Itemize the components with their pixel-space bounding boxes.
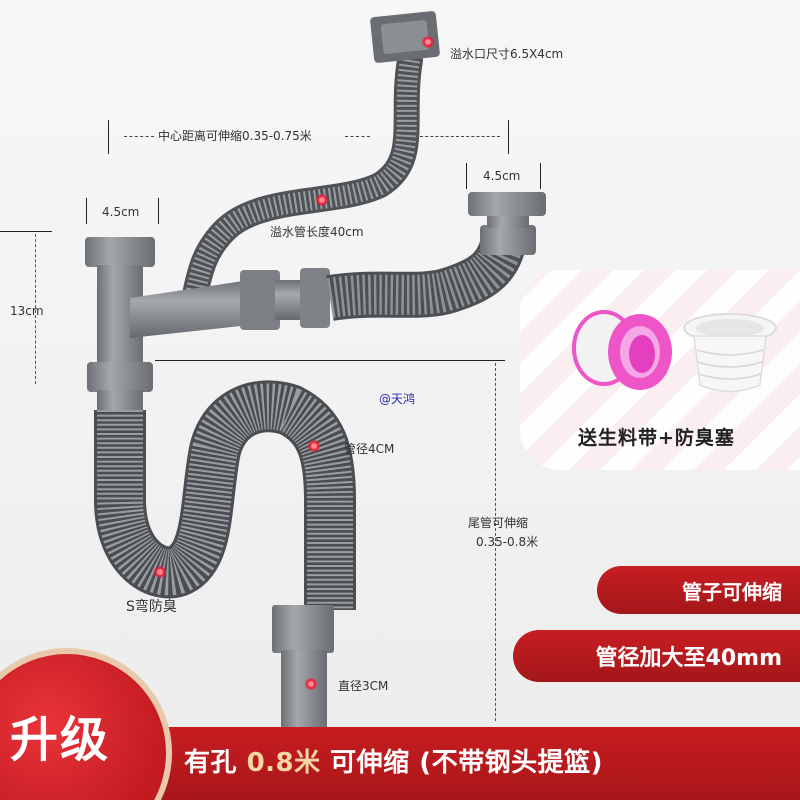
dimension-line — [345, 136, 370, 137]
feature-pill-diameter: 管径加大至40mm — [513, 630, 800, 682]
upgrade-badge-label: 升级 — [10, 712, 111, 768]
dimension-line — [495, 363, 496, 721]
overflow-length-label: 溢水管长度40cm — [270, 225, 364, 239]
s-trap-label: S弯防臭 — [126, 599, 177, 615]
marker-dot — [154, 566, 166, 578]
dimension-line — [35, 234, 36, 384]
tail-pipe-range-label: 0.35-0.8米 — [476, 535, 539, 549]
marker-dot — [316, 194, 328, 206]
dimension-tick — [508, 120, 509, 154]
dimension-tick — [155, 360, 505, 361]
watermark: @天鸿 — [379, 392, 416, 406]
center-distance-label: 中心距离可伸缩0.35-0.75米 — [158, 129, 312, 143]
dimension-line — [420, 136, 500, 137]
feature-text: 管径加大至40mm — [595, 646, 782, 671]
marker-dot — [308, 440, 320, 452]
dimension-tick — [540, 163, 541, 189]
feature-text: 管子可伸缩 — [682, 579, 782, 604]
overflow-size-label: 溢水口尺寸6.5X4cm — [450, 47, 564, 61]
dimension-tick — [108, 120, 109, 154]
bottom-banner-text: 有孔 0.8米 可伸缩 (不带钢头提篮) — [184, 748, 603, 778]
dimension-tick — [158, 198, 159, 224]
dimension-tick — [0, 231, 52, 232]
marker-dot — [422, 36, 434, 48]
dimension-tick — [466, 163, 467, 189]
dimension-line — [124, 136, 154, 137]
feature-pill-extendable: 管子可伸缩 — [597, 566, 800, 614]
right-width-label: 4.5cm — [483, 169, 521, 183]
gift-label: 送生料带+防臭塞 — [578, 427, 735, 449]
left-width-label: 4.5cm — [102, 205, 140, 219]
tail-pipe-label: 尾管可伸缩 — [468, 516, 529, 530]
length-highlight: 0.8米 — [246, 748, 321, 778]
height-label: 13cm — [10, 304, 44, 318]
marker-dot — [305, 678, 317, 690]
pipe-diameter-label: 管径4CM — [344, 442, 395, 456]
tail-diameter-label: 直径3CM — [338, 679, 389, 693]
upgrade-badge — [0, 648, 172, 800]
dimension-tick — [86, 198, 87, 224]
